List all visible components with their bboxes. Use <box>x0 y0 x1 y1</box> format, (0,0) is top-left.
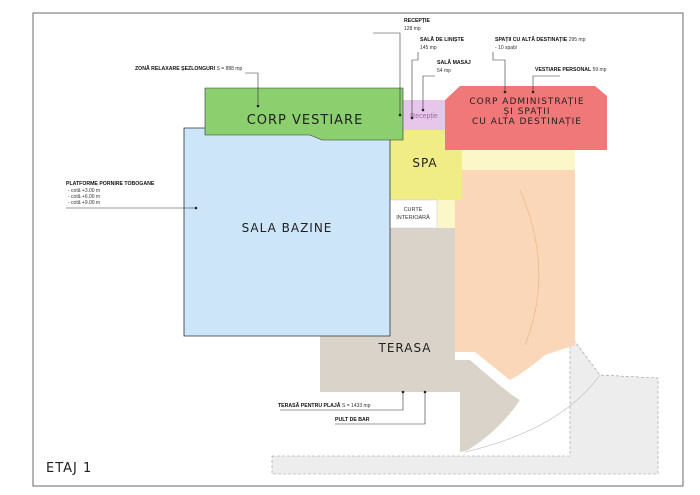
corp-admin-label-3: CU ALTA DESTINAȚIE <box>472 117 582 127</box>
terasa-area <box>320 228 520 452</box>
spatii-title: SPAȚII CU ALTĂ DESTINAȚIE 295 mp <box>495 36 586 43</box>
page-frame <box>32 12 684 487</box>
corp-admin-label-2: ȘI SPAȚII <box>503 107 550 117</box>
corp-admin-label-1: CORP ADMINISTRAȚIE <box>469 97 584 107</box>
floor-label: ETAJ 1 <box>46 461 92 476</box>
curte-label-1: CURTE <box>404 207 423 213</box>
receptie-callout-area: 128 mp <box>404 26 421 32</box>
curte-area <box>389 199 438 229</box>
sala-bazine-label: SALA BAZINE <box>242 221 333 235</box>
callout-dots <box>194 90 535 394</box>
peach-curve <box>519 189 540 346</box>
receptie-room-label: Recepție <box>410 113 438 120</box>
vestiare-personal-title: VESTIARE PERSONAL 59 mp <box>535 67 607 73</box>
terasa-label: TERASA <box>377 341 431 355</box>
zona-relaxare-title: ZONĂ RELAXARE ȘEZLONGURI S = 888 mp <box>135 65 243 72</box>
platforme-l2: - cotă +6.00 m <box>68 194 100 200</box>
sala-liniste-area: 145 mp <box>420 45 437 51</box>
beach-curve <box>464 374 601 453</box>
receptie-callout-title: RECEPȚIE <box>404 18 430 24</box>
callout-lines <box>66 32 560 425</box>
terasa-plaja-title: TERASĂ PENTRU PLAJĂ S = 1433 mp <box>278 402 371 409</box>
spatii-sub: - 10 spații <box>495 45 517 51</box>
receptie-area <box>403 100 445 130</box>
sala-masaj-area: 54 mp <box>437 68 451 74</box>
corp-admin-area <box>445 86 607 150</box>
platforme-l3: - cotă +9.00 m <box>68 200 100 206</box>
peach-area <box>455 165 575 380</box>
pult-bar-title: PULT DE BAR <box>335 417 370 423</box>
sala-masaj-title: SALĂ MASAJ <box>437 59 471 66</box>
spa-label: SPA <box>412 156 437 170</box>
corp-vestiare-label: CORP VESTIARE <box>247 113 364 128</box>
platforme-title: PLATFORME PORNIRE TOBOGANE <box>66 181 155 187</box>
pale-yellow-small <box>437 200 455 228</box>
platforme-l1: - cotă +3.00 m <box>68 188 100 194</box>
corp-vestiare-outline <box>204 87 404 141</box>
beach-area <box>271 334 659 475</box>
curte-label-2: INTERIOARĂ <box>396 214 430 221</box>
sala-liniste-title: SALĂ DE LINIȘTE <box>420 36 465 43</box>
